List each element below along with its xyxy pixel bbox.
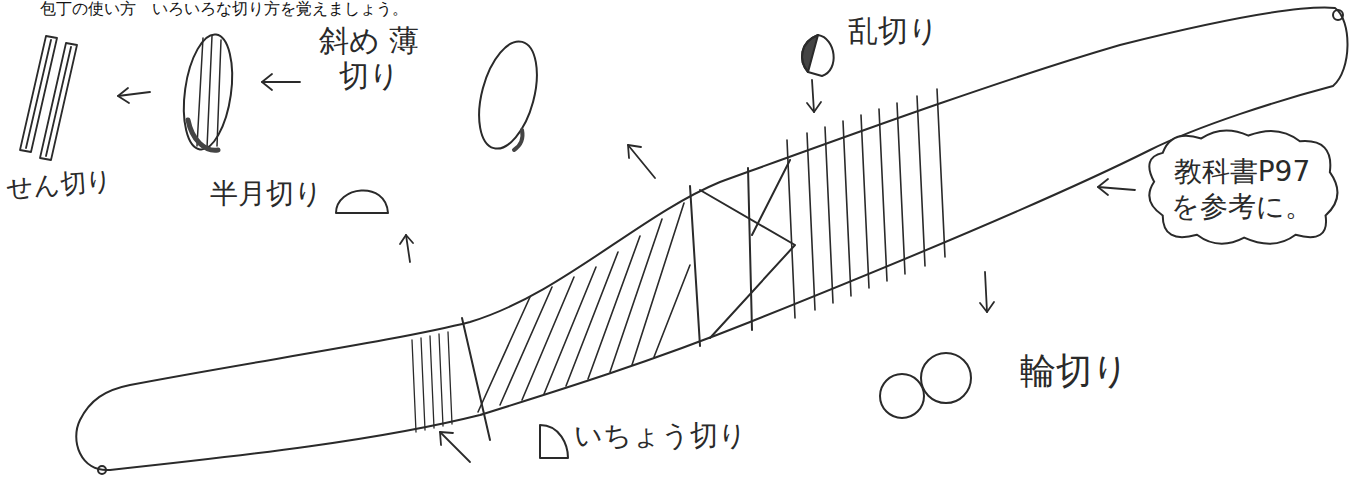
note-text: 教科書P97 を参考に。 xyxy=(1167,154,1317,224)
ichou-icon xyxy=(540,425,568,458)
hangetsu-icon xyxy=(336,190,388,213)
hangetsu-cuts xyxy=(412,332,452,432)
ichou-cut xyxy=(462,318,490,440)
page-title: 包丁の使い方 いろいろな切り方を覚えましょう。 xyxy=(40,0,408,18)
stem xyxy=(1333,10,1343,20)
cut-name: 輪切り xyxy=(1020,350,1129,391)
naname-slice-icon xyxy=(469,35,548,155)
striped-oval-icon xyxy=(177,31,239,152)
cloud-outline xyxy=(1137,124,1347,254)
cut-name: いちょう切り xyxy=(574,420,747,452)
rangiri-cuts xyxy=(700,160,795,338)
vegetable-outline xyxy=(76,8,1347,470)
section-line xyxy=(690,186,700,346)
naname-hatching xyxy=(478,203,690,412)
cut-name: 半月切り xyxy=(210,178,323,210)
sengiri-icon xyxy=(20,36,77,160)
cloud-outline xyxy=(1149,130,1337,243)
note-cloud: 教科書P97 を参考に。 xyxy=(1137,124,1347,254)
rangiri-icon xyxy=(802,35,834,76)
wagiri-cuts xyxy=(787,89,945,318)
pointer-arrow xyxy=(118,74,1135,462)
wagiri-icon xyxy=(921,353,971,403)
cut-name: 斜め 薄切り xyxy=(316,24,422,93)
cut-name: 乱切り xyxy=(848,14,939,49)
wagiri-icon xyxy=(880,374,924,418)
cut-name: せん切り xyxy=(5,166,114,203)
tip xyxy=(98,466,106,474)
